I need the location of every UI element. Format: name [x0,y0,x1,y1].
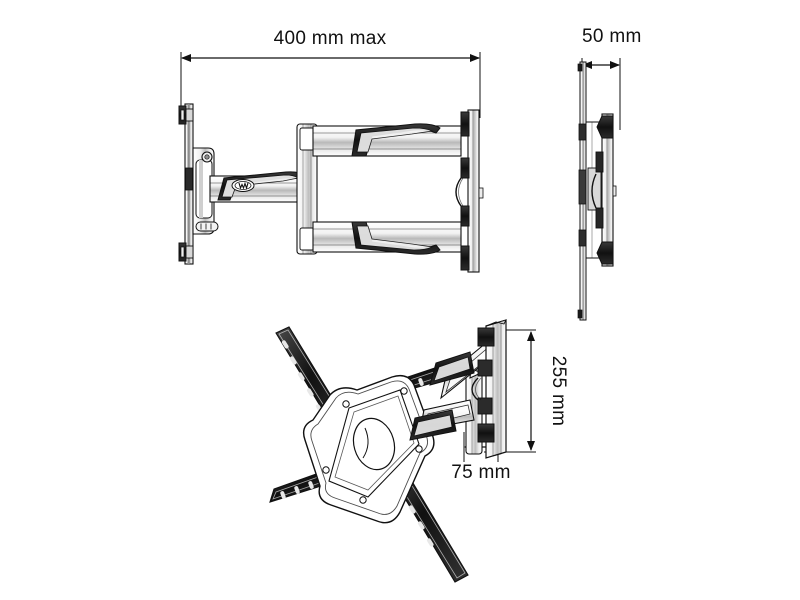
side-view: 50 mm [577,26,642,321]
perspective-bracket-top [485,319,507,327]
vesa-tilt-curve [455,177,462,207]
side-tilt-curve [591,173,597,209]
pivot-foot [195,221,219,232]
vesa-center-cutout-shade [362,427,369,459]
lower-arm-top-view [312,221,462,255]
vesa-center-plate [302,374,435,524]
side-vesa-clip-bottom [596,241,614,265]
perspective-bracket-clip-mid-bottom [477,397,493,415]
side-vesa-clip-mid-bottom [595,207,604,229]
dimension-label-75mm: 75 mm [451,462,511,483]
side-vesa-clip-top [596,115,614,139]
side-rail-slot-mid [578,169,587,205]
wall-plate-ear-bottom [178,242,194,262]
vesa-hole-l [322,466,330,474]
top-view: 400 mm max [178,28,484,273]
side-vesa-plate [591,113,617,267]
vesa-hole-bl [359,496,367,504]
perspective-view: 255 mm 75 mm [269,319,569,583]
vesa-tilt-curve-inner [458,177,464,207]
side-rail-cap-bottom [577,309,583,319]
perspective-bracket-clip-mid-top [477,359,493,377]
vesa-plate-top-view [455,109,484,273]
side-rail-slot-top [578,123,587,141]
dimension-label-255mm: 255 mm [548,356,569,426]
upper-arm-gusset-highlight [356,127,434,153]
side-vesa-clip-mid-top [595,151,604,173]
dimension-label-50mm: 50 mm [582,26,642,47]
perspective-lower-gusset-highlight [413,414,453,437]
side-arm-core [587,167,602,211]
vesa-hole-tl [342,400,350,408]
vesa-hole-tr [400,387,408,395]
dimension-extension-400mm [180,52,481,118]
vesa-plate-face-inner [334,395,415,491]
vesa-hole-br [415,445,423,453]
logo-badge-mark [238,181,249,190]
vesa-latch [478,187,484,199]
side-rail-slot-bottom [578,229,587,247]
pivot-barrel-shade [199,160,203,218]
wall-plate-ear-top [178,105,194,125]
perspective-upper-gusset-highlight [433,356,471,382]
side-folded-arm [585,121,603,259]
perspective-tilt-curve [471,377,479,401]
logo-badge-ring [234,181,252,190]
pivot-pin-center [204,154,210,160]
perspective-bracket-clip-top [477,327,495,347]
vesa-clip-mid-bottom [460,205,470,227]
perspective-wall-bracket [471,319,507,459]
perspective-tilt-curve-inner [475,377,482,401]
side-latch [612,185,617,197]
side-rail-cap-top [577,63,583,72]
dimension-label-400mm: 400 mm max [274,28,387,49]
wall-plate-slot [185,167,193,191]
vesa-clip-bottom [460,245,470,271]
pivot-bracket-top-view [192,147,219,235]
inner-arm-top-view [209,171,314,203]
perspective-bracket-clip-bottom [477,423,495,443]
vesa-plate-body [467,109,480,273]
upper-arm-top-view [312,123,462,157]
vesa-clip-mid-top [460,157,470,179]
elbow-body [296,123,318,255]
lower-arm-gusset-highlight [356,225,434,251]
vesa-clip-top [460,111,470,137]
vesa-plate-inner-outline [310,380,428,515]
elbow-joint-top-view [296,123,318,255]
